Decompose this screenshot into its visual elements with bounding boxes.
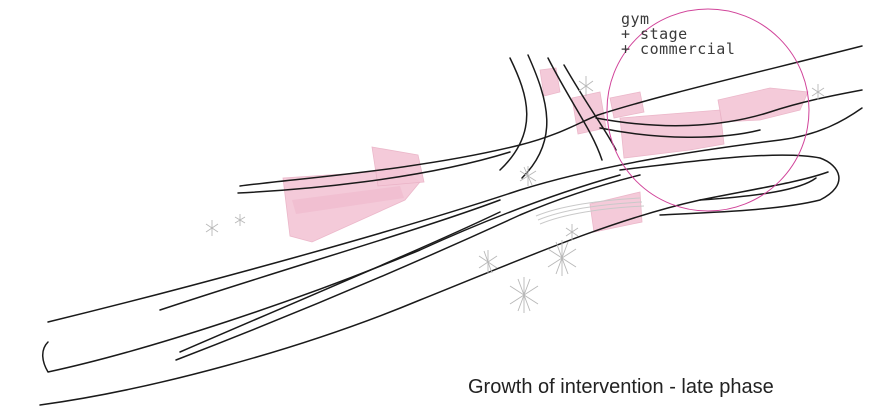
tree-icon xyxy=(519,166,537,186)
tree-icon xyxy=(547,240,577,276)
building-top-small xyxy=(539,67,561,97)
road-bypass-2 xyxy=(599,127,761,139)
program-line-gym: gym xyxy=(621,10,650,28)
building-right xyxy=(717,87,809,123)
road-median-2 xyxy=(179,211,501,353)
building-center-upper xyxy=(609,91,645,119)
tree-icon xyxy=(234,214,246,226)
road-main-north xyxy=(47,107,863,323)
program-label: gym + stage + commercial xyxy=(621,12,735,57)
tree-icon xyxy=(565,224,579,240)
road-ramp-north-1 xyxy=(499,57,528,171)
focus-circle xyxy=(606,8,810,212)
road-ramp-north-4 xyxy=(563,64,617,151)
building-left-slab xyxy=(292,186,404,214)
road-network xyxy=(39,45,863,406)
road-upper-edge xyxy=(239,45,863,187)
road-upper-edge-2 xyxy=(237,151,511,194)
figure-caption: Growth of intervention - late phase xyxy=(468,376,774,398)
tree-icon xyxy=(578,76,594,96)
road-east-loop-2 xyxy=(699,177,817,201)
program-line-commercial: + commercial xyxy=(621,40,736,58)
road-main-north-2 xyxy=(159,199,501,311)
road-median-1 xyxy=(175,174,641,361)
road-east-loop xyxy=(619,154,840,216)
trees xyxy=(205,76,825,313)
program-line-stage: + stage xyxy=(621,25,688,43)
tree-icon xyxy=(478,250,498,274)
road-bypass-1 xyxy=(595,89,863,127)
building-left-tower xyxy=(371,146,425,187)
road-ramp-north-3 xyxy=(547,57,603,161)
pedestrian-bridge xyxy=(535,197,645,225)
building-south xyxy=(589,191,643,233)
tree-icon xyxy=(509,277,539,313)
road-main-south-2 xyxy=(42,174,621,373)
road-main-south xyxy=(39,171,829,406)
tree-icon xyxy=(811,84,825,100)
road-ramp-north-2 xyxy=(521,54,548,179)
tree-icon xyxy=(205,220,219,236)
building-volumes xyxy=(282,67,809,243)
building-gym xyxy=(619,109,725,159)
